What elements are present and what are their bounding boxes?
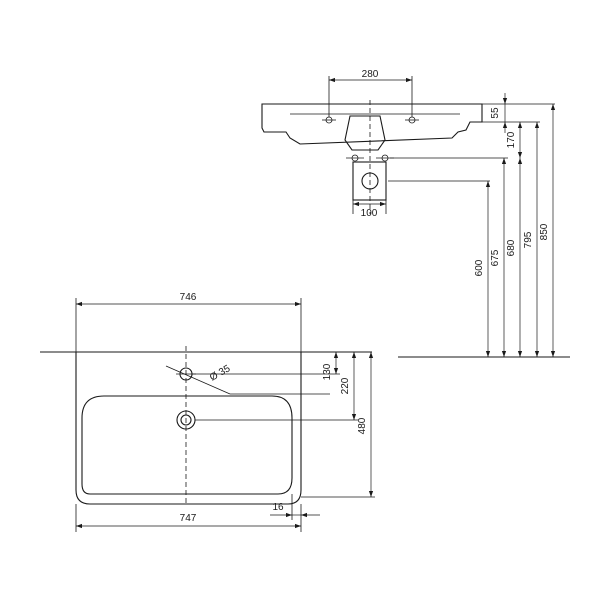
tap-hole-right <box>405 116 419 124</box>
dim-overall-width: 746 <box>180 292 197 303</box>
dim-bowl-width: 747 <box>180 513 197 524</box>
dim-underside-height: 795 <box>523 231 534 248</box>
dim-tap-spacing: 280 <box>362 69 379 80</box>
side-elevation: 280 100 55 170 600 675 680 795 <box>261 69 570 358</box>
fixing-left <box>346 154 364 162</box>
dim-wall-to-tap: 130 <box>322 363 333 380</box>
dim-rim-to-fixing: 170 <box>506 131 517 148</box>
dim-waste-height: 600 <box>474 259 485 276</box>
dim-rim-height: 850 <box>539 223 550 240</box>
dim-fixing-height: 680 <box>506 239 517 256</box>
basin-outline <box>75 352 302 505</box>
dim-wall-to-overflow: 220 <box>340 377 351 394</box>
dim-side-offset: 16 <box>272 502 284 513</box>
dim-waste-width: 100 <box>361 208 378 219</box>
basin-side-profile <box>261 103 483 145</box>
dim-overall-depth: 480 <box>357 417 368 434</box>
dim-tap-diameter: Ø 35 <box>208 363 233 384</box>
plan-view: Ø 35 746 747 16 130 220 4 <box>40 292 375 532</box>
bowl-outline <box>81 395 293 495</box>
dim-waste-center-height: 675 <box>490 249 501 266</box>
dim-rim-thickness: 55 <box>490 107 501 119</box>
tap-hole-left <box>322 116 336 124</box>
waste-outlet-shape <box>344 115 386 151</box>
waste-fitting <box>352 161 387 201</box>
